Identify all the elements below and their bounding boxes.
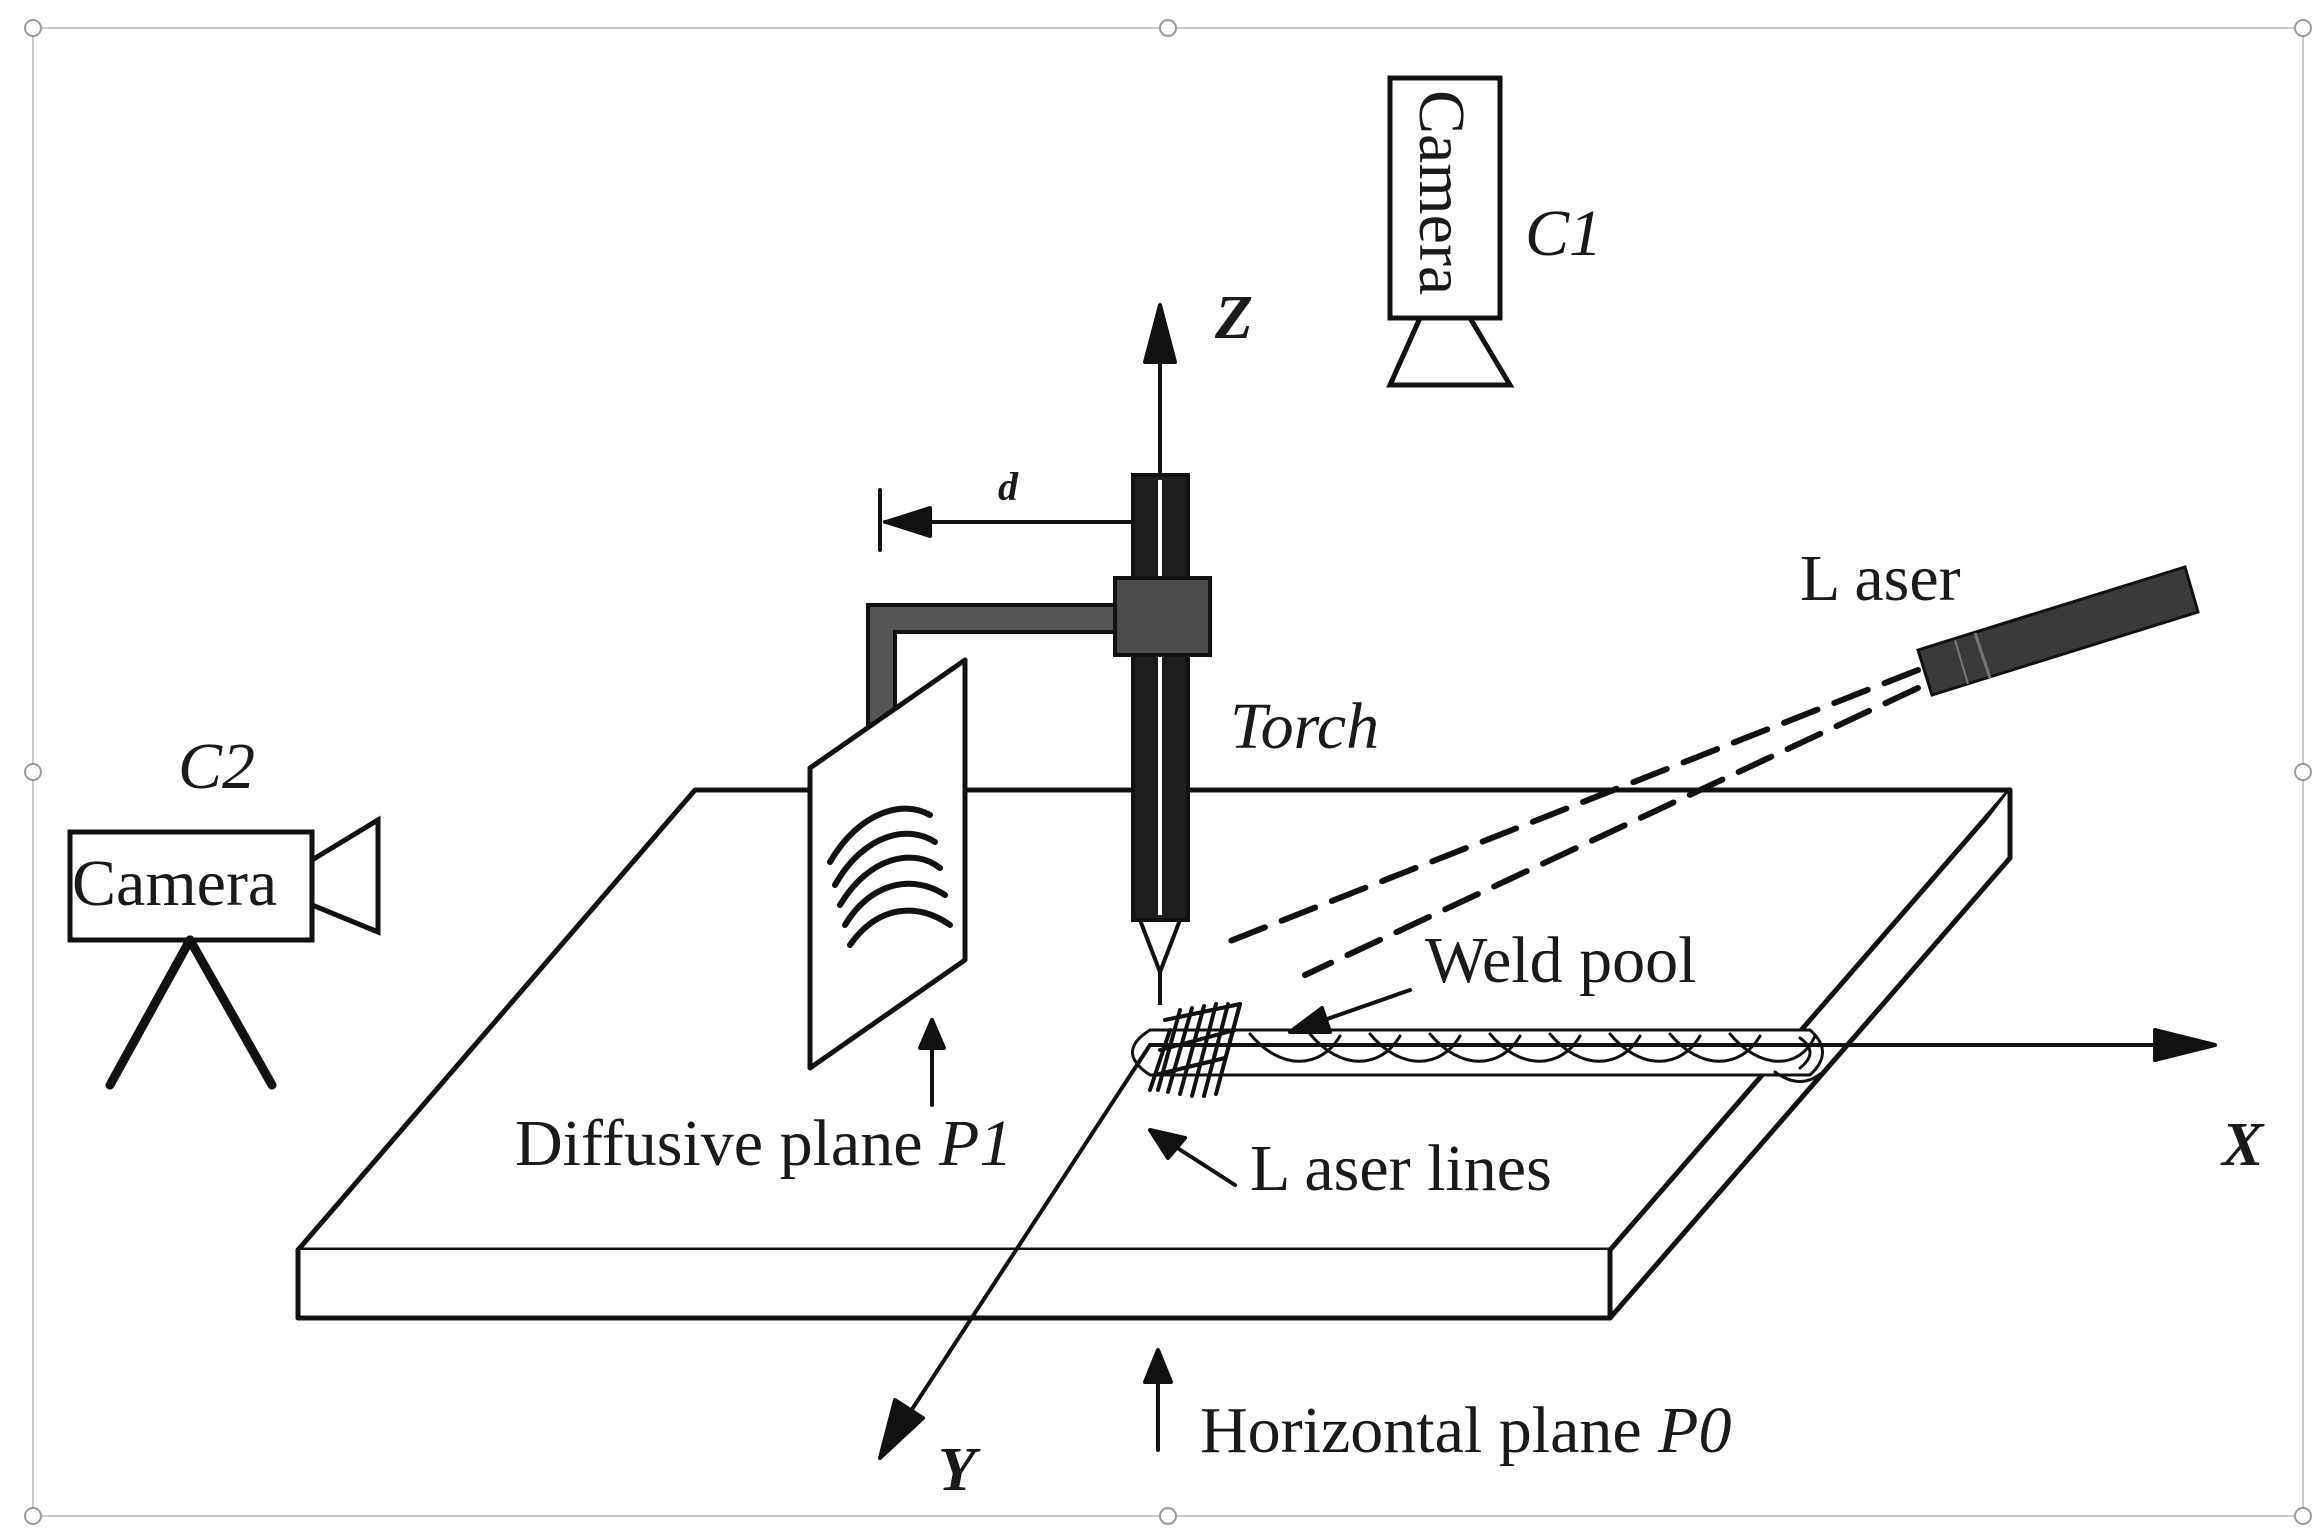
projected-laser-stripes bbox=[827, 805, 953, 948]
laser-lines-label: L aser lines bbox=[1250, 1132, 1552, 1205]
camera-c1: Camera C1 bbox=[1386, 75, 1602, 388]
selection-frame bbox=[24, 19, 2312, 1525]
diffusive-plane bbox=[807, 657, 968, 1071]
resize-handle-top-left[interactable] bbox=[24, 19, 42, 37]
y-axis-arrowhead bbox=[878, 1398, 925, 1460]
camera-c2-text: Camera bbox=[72, 847, 277, 920]
pointer-arrows bbox=[918, 988, 1412, 1452]
horizontal-plane-text: Horizontal plane bbox=[1200, 1394, 1658, 1467]
weld-bead bbox=[1131, 1028, 1824, 1083]
resize-handle-bottom[interactable] bbox=[1159, 1507, 1177, 1525]
axis-y-label: Y bbox=[938, 1436, 981, 1504]
laser-lines-hatch bbox=[1148, 1002, 1242, 1098]
axis-x-label: X bbox=[2220, 1111, 2265, 1179]
weld-pool-label: Weld pool bbox=[1425, 924, 1696, 997]
y-axis-line bbox=[903, 1043, 1152, 1422]
axis-z-label: Z bbox=[1214, 284, 1253, 352]
resize-handle-bottom-right[interactable] bbox=[2294, 1507, 2312, 1525]
welding-torch bbox=[1113, 473, 1212, 1005]
resize-handle-bottom-left[interactable] bbox=[24, 1507, 42, 1525]
distance-d-dimension bbox=[878, 488, 1132, 552]
diffusive-plane-label: Diffusive plane P1 bbox=[515, 1107, 1012, 1180]
torch-label: Torch bbox=[1230, 690, 1379, 763]
horizontal-plane-id: P0 bbox=[1657, 1394, 1731, 1467]
camera-c1-text: Camera bbox=[1405, 90, 1478, 295]
resize-handle-top-right[interactable] bbox=[2294, 19, 2312, 37]
laser-emitter bbox=[1916, 565, 2200, 697]
distance-d-label: d bbox=[998, 464, 1019, 509]
camera-c2-tripod bbox=[105, 935, 277, 1090]
camera-c2-label: C2 bbox=[178, 730, 255, 803]
camera-c2: Camera C2 bbox=[67, 730, 381, 1090]
laser-label: L aser bbox=[1800, 542, 1961, 615]
diffusive-plane-id: P1 bbox=[938, 1107, 1012, 1180]
laser-beam bbox=[1212, 667, 1921, 978]
resize-handle-top[interactable] bbox=[1159, 19, 1177, 37]
x-axis-arrowhead bbox=[2153, 1028, 2217, 1062]
resize-handle-left[interactable] bbox=[24, 763, 42, 781]
z-axis-arrowhead bbox=[1143, 303, 1177, 364]
camera-c1-label: C1 bbox=[1525, 197, 1602, 270]
diffusive-plane-text: Diffusive plane bbox=[515, 1107, 939, 1180]
resize-handle-right[interactable] bbox=[2294, 763, 2312, 781]
horizontal-plane-label: Horizontal plane P0 bbox=[1200, 1394, 1732, 1467]
